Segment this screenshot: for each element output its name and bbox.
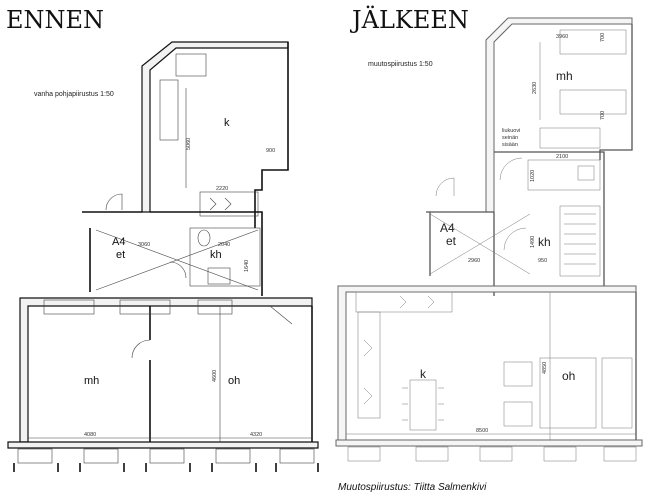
left-stove: [175, 53, 207, 77]
right-bath-label: kh: [538, 235, 551, 249]
right-kitchen-label: k: [420, 367, 427, 381]
right-top-room-label: mh: [556, 69, 573, 83]
left-dim-4600: 4600: [212, 370, 218, 382]
right-bed-bottom: [559, 89, 627, 115]
right-dim-1020: 1020: [530, 170, 536, 182]
left-living-label: mh: [84, 375, 99, 387]
left-dim-900: 900: [266, 148, 275, 154]
right-dim-700b: 700: [600, 111, 606, 120]
right-note-1: liukuovi: [502, 128, 520, 134]
left-corridor-top-wall: [82, 211, 263, 296]
left-entry-door-arc: [105, 193, 123, 211]
right-dim-3960: 3960: [556, 34, 568, 40]
left-living-door-arc: [131, 339, 151, 359]
left-bath-outline: [189, 227, 261, 287]
left-dim-4080: 4080: [84, 432, 96, 438]
right-facade-windows: [347, 446, 637, 462]
right-bedroom-label: oh: [562, 369, 575, 383]
right-plan: JÄLKEEN muutospiirustus 1:50 mh 3960 263…: [335, 5, 643, 462]
right-facade-wall: [335, 439, 643, 447]
left-subtitle: vanha pohjapiirustus 1:50: [34, 91, 114, 98]
right-wardrobe: [539, 127, 601, 149]
right-entry-cross: [429, 213, 531, 275]
left-bath-label: kh: [210, 249, 222, 261]
right-sofa: [601, 357, 633, 429]
right-closet-door-arc: [499, 157, 523, 181]
left-sink-marks: [209, 197, 232, 211]
right-kitchen-marks: [363, 295, 435, 405]
right-dim-2960: 2960: [468, 258, 480, 264]
right-kitchen-counter: [355, 291, 453, 313]
right-dining-table: [409, 379, 437, 431]
left-kitchen-wall-east: [254, 42, 289, 228]
left-dim-2220: 2220: [216, 186, 228, 192]
left-bedroom-label: oh: [228, 375, 240, 387]
left-dim-2040: 2040: [218, 242, 230, 248]
left-dim-5060: 5060: [186, 138, 192, 150]
left-plan: ENNEN vanha pohjapiirustus 1:50 k 5060 9…: [6, 6, 319, 472]
left-dim-1640: 1640: [244, 260, 250, 272]
right-entry-door-arc: [435, 177, 455, 197]
left-entry-cross: [95, 229, 259, 291]
right-bed-top: [559, 29, 627, 55]
left-window-top-3: [197, 299, 233, 315]
right-mid-walls: [493, 151, 605, 296]
right-kitchen-counter-side: [357, 311, 381, 419]
right-top-wall-west: [485, 17, 633, 213]
left-window-top-1: [43, 299, 95, 315]
right-subtitle: muutospiirustus 1:50: [368, 61, 433, 68]
right-dining-chairs: [402, 387, 444, 421]
left-sink-counter: [199, 191, 259, 217]
left-facade-windows: [13, 448, 319, 472]
right-entry-walls: [426, 211, 494, 276]
left-kitchen-label: k: [224, 117, 230, 129]
left-bath-door-arc: [169, 261, 187, 279]
right-dim-8500: 8500: [476, 428, 488, 434]
right-closet-sink: [577, 165, 595, 181]
right-note-2: seinän: [502, 135, 518, 141]
right-bath-door-arc: [503, 227, 527, 251]
right-armchair-2: [503, 401, 533, 427]
left-bath-sink: [207, 267, 231, 285]
right-main-wall-nw: [337, 285, 637, 441]
left-bedroom-door: [269, 305, 293, 325]
right-heading: JÄLKEEN: [349, 5, 469, 34]
right-note-3: sisään: [502, 142, 518, 148]
right-dim-950: 950: [538, 258, 547, 264]
right-coffee-table: [539, 357, 597, 429]
left-dim-3060: 3060: [138, 242, 150, 248]
left-entry-et: et: [116, 249, 125, 261]
plan-credit: Muutospiirustus: Tiitta Salmenkivi: [338, 482, 487, 493]
right-dim-700a: 700: [600, 33, 606, 42]
right-dim-2100: 2100: [556, 154, 568, 160]
left-toilet: [197, 229, 211, 247]
left-window-top-2: [119, 299, 171, 315]
right-sauna: [559, 205, 601, 277]
left-main-wall-nw: [19, 297, 313, 443]
left-counter: [159, 79, 179, 141]
left-heading: ENNEN: [6, 6, 104, 34]
right-closet: [527, 159, 601, 191]
left-facade-wall: [7, 441, 319, 449]
left-kitchen-wall-west: [141, 41, 289, 213]
right-armchair-1: [503, 361, 533, 387]
right-top-wall-east: [599, 24, 633, 160]
right-entry-et: et: [446, 234, 457, 248]
right-dim-4850: 4850: [542, 362, 548, 374]
right-sauna-benches: [564, 213, 596, 265]
right-dim-1490: 1490: [530, 236, 536, 248]
left-dim-4320: 4320: [250, 432, 262, 438]
right-dim-2630: 2630: [532, 82, 538, 94]
right-entry-label: A4: [440, 221, 455, 235]
left-entry-label: A4: [112, 236, 125, 248]
